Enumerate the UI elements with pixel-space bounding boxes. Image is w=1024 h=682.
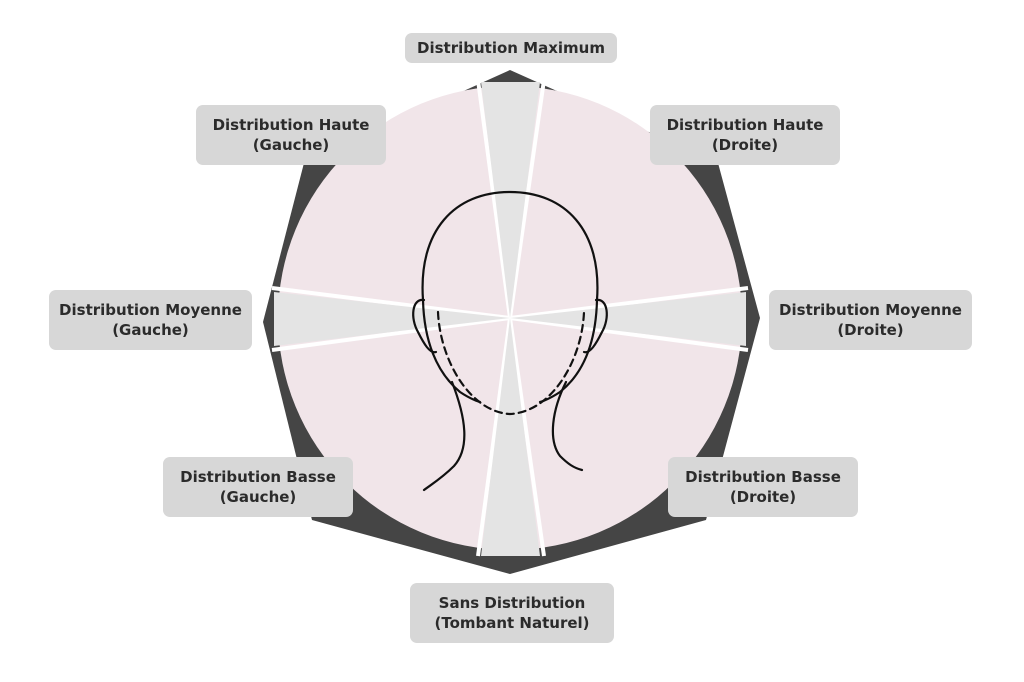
- right-ear: [582, 298, 608, 354]
- label-line1: Distribution Maximum: [417, 39, 605, 57]
- label-line1: Distribution Basse: [685, 468, 841, 486]
- label-sans-distribution: Sans Distribution (Tombant Naturel): [410, 583, 614, 643]
- head-illustration: [412, 190, 608, 492]
- label-distribution-haute-droite: Distribution Haute (Droite): [650, 105, 840, 165]
- label-line2: (Droite): [711, 136, 779, 154]
- label-distribution-basse-droite: Distribution Basse (Droite): [668, 457, 858, 517]
- label-distribution-moyenne-droite: Distribution Moyenne (Droite): [769, 290, 972, 350]
- left-ear: [412, 298, 438, 354]
- label-line1: Distribution Haute: [666, 116, 824, 134]
- label-line2: (Droite): [729, 488, 797, 506]
- label-line2: (Gauche): [219, 488, 297, 506]
- sector-wheel: [271, 79, 749, 557]
- label-line2: (Gauche): [112, 321, 189, 339]
- label-line2: (Gauche): [252, 136, 330, 154]
- label-distribution-basse-gauche: Distribution Basse (Gauche): [163, 457, 353, 517]
- neck-left: [422, 380, 466, 492]
- label-line1: Distribution Moyenne: [59, 301, 242, 319]
- wedge-top: [481, 82, 540, 318]
- label-line1: Distribution Basse: [180, 468, 336, 486]
- wedge-bottom: [481, 318, 540, 556]
- label-line2: (Tombant Naturel): [434, 614, 590, 632]
- label-line1: Distribution Moyenne: [779, 301, 962, 319]
- label-distribution-moyenne-gauche: Distribution Moyenne (Gauche): [49, 290, 252, 350]
- wedge-left: [274, 292, 510, 346]
- hairline-dashed: [436, 310, 586, 416]
- neck-right: [551, 380, 584, 472]
- label-distribution-haute-gauche: Distribution Haute (Gauche): [196, 105, 386, 165]
- label-line2: (Droite): [837, 321, 904, 339]
- sector-separators: [271, 79, 749, 557]
- label-line1: Sans Distribution: [438, 594, 586, 612]
- label-distribution-maximum: Distribution Maximum: [405, 33, 617, 63]
- label-line1: Distribution Haute: [212, 116, 370, 134]
- wedge-right: [510, 292, 746, 346]
